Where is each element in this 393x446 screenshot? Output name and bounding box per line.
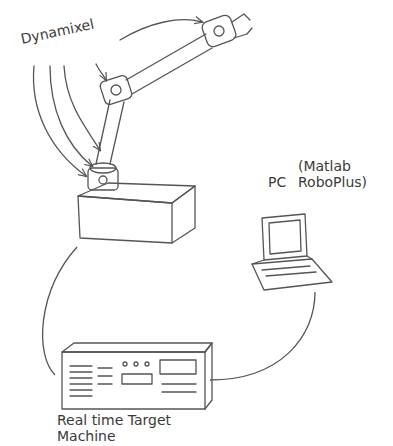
part-label: Dynamixel (19, 8, 130, 47)
robot-arm: Dynamixel (15, 5, 260, 247)
cable-connector (43, 247, 77, 375)
target-machine: Real time Target Machine (55, 338, 217, 444)
software-label: (Matlab RoboPlus) (298, 158, 382, 190)
device-label: Real time Target Machine (57, 412, 185, 444)
device-label: PC (268, 174, 298, 190)
pc-laptop: PC(Matlab RoboPlus) (250, 150, 385, 292)
cable-connector (210, 292, 315, 380)
